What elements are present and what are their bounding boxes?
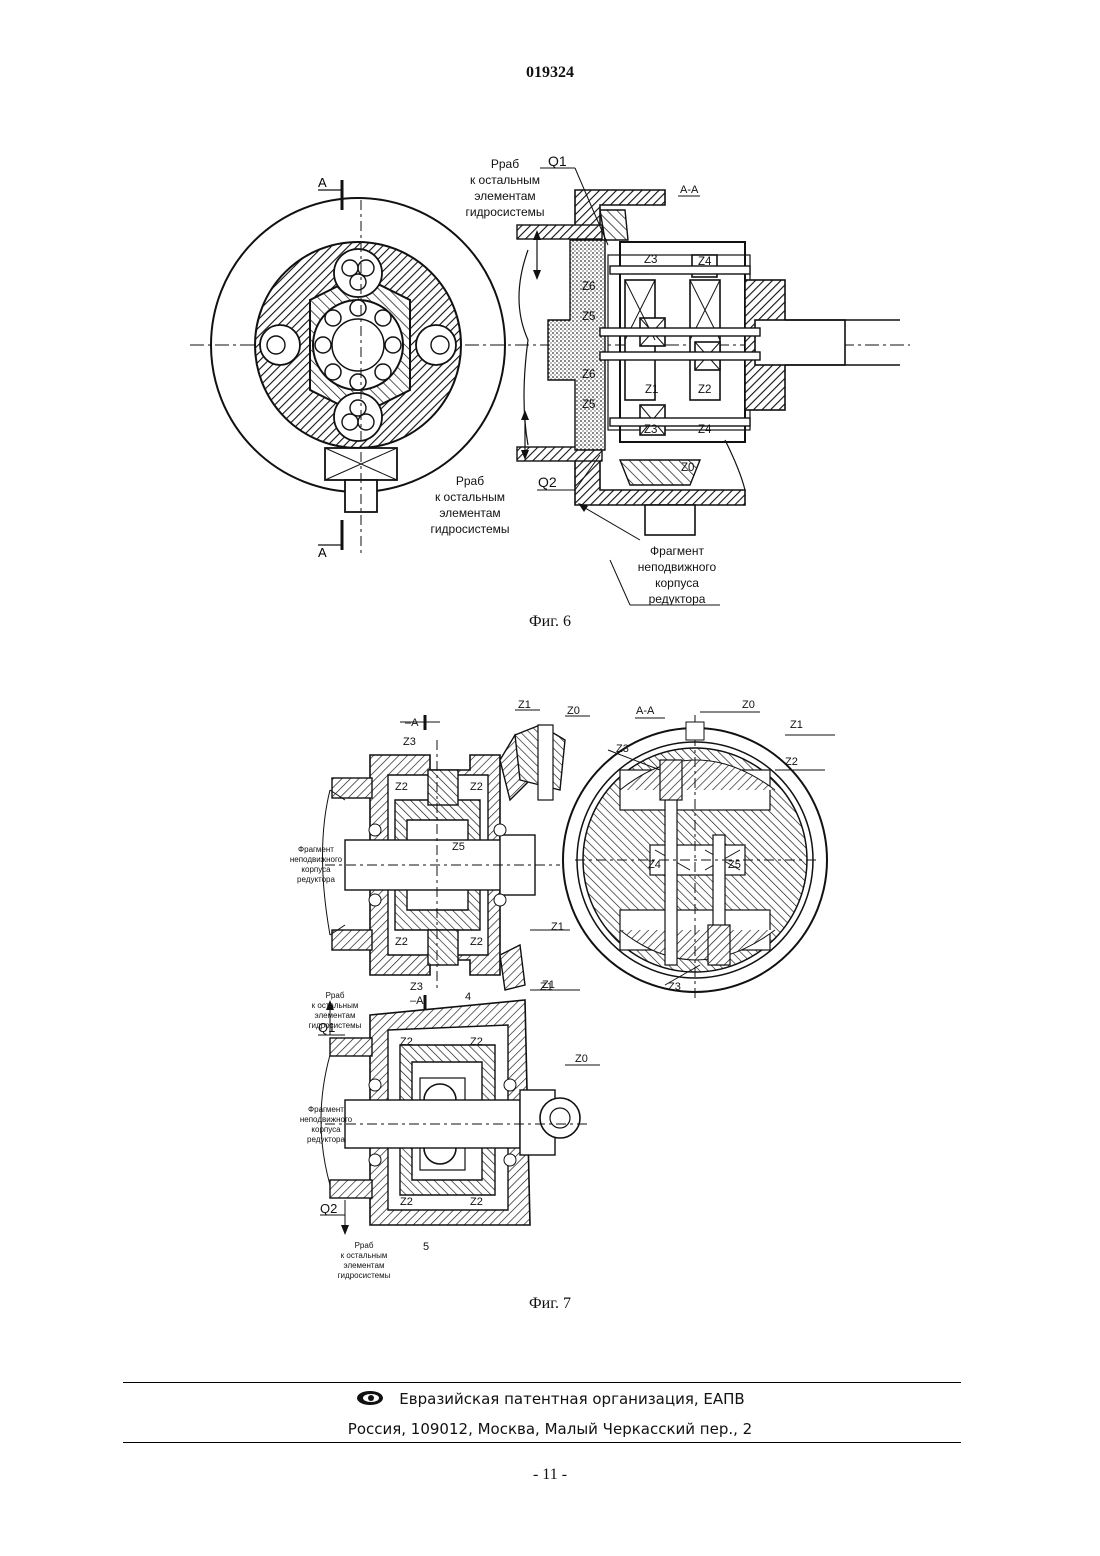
fig7-z0-right: Z0	[742, 699, 755, 711]
fig7-num-4: 4	[465, 991, 471, 1003]
figure-7-caption: Фиг. 7	[0, 1295, 1100, 1313]
fig7-z5-top: Z5	[452, 841, 465, 853]
fig7-cut-bottom: –А	[410, 995, 424, 1007]
fig7-housing-bot-3: корпуса	[311, 1125, 341, 1134]
fig7-cut-top: –А	[405, 717, 419, 729]
eye-logo-icon	[355, 1388, 385, 1408]
fig7-q2-label: Q2	[320, 1201, 337, 1216]
fig7-housing-top-2: неподвижного	[290, 855, 343, 864]
footer-rule-top	[123, 1382, 961, 1383]
fig7-prab-2: к остальным	[312, 1001, 359, 1010]
footer-org-line: Евразийская патентная организация, ЕАПВ	[0, 1388, 1100, 1408]
fig7-housing-top-1: Фрагмент	[298, 845, 334, 854]
fig7-prab-b2: к остальным	[341, 1251, 388, 1260]
fig7-housing-bot-4: редуктора	[307, 1135, 345, 1144]
figure-7-drawing: Z3 Z2 Z2 Z5 Z2 Z2 Z3 Z1 Z0 Z1 Z1 –А –А А…	[0, 0, 1100, 1300]
footer-rule-bottom	[123, 1442, 961, 1443]
fig7-num-5: 5	[423, 1241, 429, 1253]
footer-org: Евразийская патентная организация, ЕАПВ	[399, 1390, 744, 1408]
fig7-section-label: А-А	[636, 705, 655, 717]
fig7-z2-b4: Z2	[470, 1196, 483, 1208]
fig7-prab-b3: элементам	[344, 1261, 385, 1270]
fig7-z2-b3: Z2	[400, 1196, 413, 1208]
fig7-z1-top: Z1	[518, 699, 531, 711]
fig7-z3-right-top: Z3	[616, 743, 629, 755]
fig7-z1-bot: Z1	[542, 979, 555, 991]
fig7-z0-top: Z0	[567, 705, 580, 717]
fig7-z1-right: Z1	[790, 719, 803, 731]
fig7-z2-b1: Z2	[400, 1036, 413, 1048]
fig7-z4-right: Z4	[648, 859, 661, 871]
footer-address: Россия, 109012, Москва, Малый Черкасский…	[0, 1420, 1100, 1438]
fig7-z3-right-bottom: Z3	[668, 981, 681, 993]
fig7-z2-br: Z2	[470, 936, 483, 948]
fig7-housing-top-4: редуктора	[297, 875, 335, 884]
fig7-prab-b4: гидросистемы	[338, 1271, 391, 1280]
fig7-z3-top: Z3	[403, 736, 416, 748]
fig7-prab-1: Рраб	[326, 991, 345, 1000]
fig7-z2-bl: Z2	[395, 936, 408, 948]
fig7-z3-bottom: Z3	[410, 981, 423, 993]
fig7-prab-b1: Рраб	[355, 1241, 374, 1250]
fig7-housing-top-3: корпуса	[301, 865, 331, 874]
fig7-housing-bot-2: неподвижного	[300, 1115, 353, 1124]
fig7-z0-bot: Z0	[575, 1053, 588, 1065]
fig7-prab-4: гидросистемы	[309, 1021, 362, 1030]
fig7-z1-mid: Z1	[551, 921, 564, 933]
fig7-housing-bot-1: Фрагмент	[308, 1105, 344, 1114]
fig7-prab-3: элементам	[315, 1011, 356, 1020]
fig7-z2-tl: Z2	[395, 781, 408, 793]
fig7-z2-b2: Z2	[470, 1036, 483, 1048]
fig7-z2-right: Z2	[785, 756, 798, 768]
page-number: - 11 -	[0, 1466, 1100, 1484]
fig7-top-section	[323, 710, 591, 1010]
fig7-z5-right: Z5	[728, 859, 741, 871]
fig7-z2-tr: Z2	[470, 781, 483, 793]
